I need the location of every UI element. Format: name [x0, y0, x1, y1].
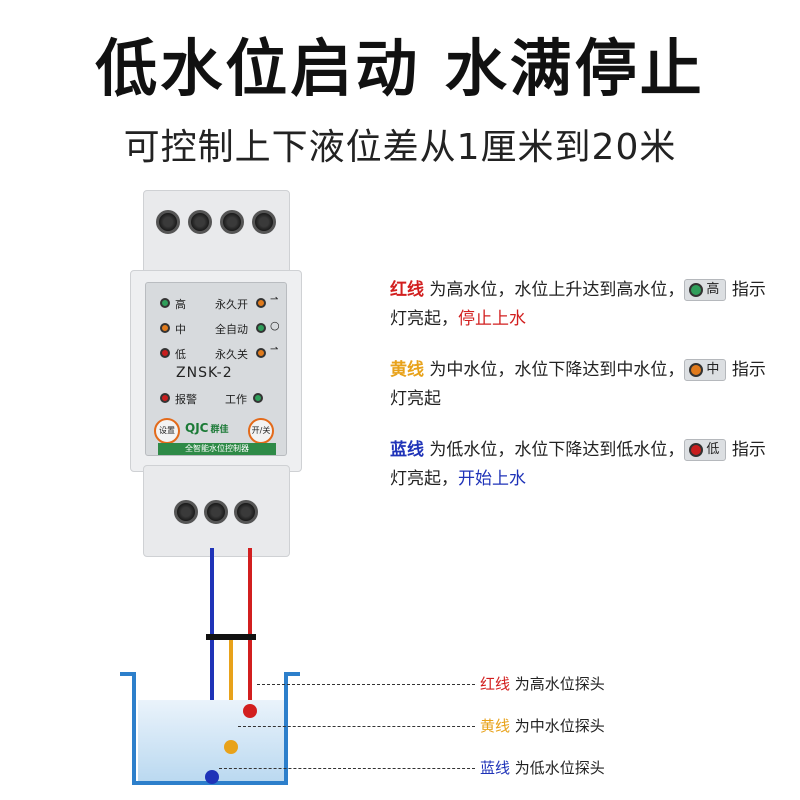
brand-suffix: 群佳: [210, 425, 229, 435]
mid-indicator-chip: 中: [684, 359, 727, 381]
high-probe: [243, 704, 257, 718]
mid-chip-label: 中: [706, 362, 720, 377]
terminal-screw: [204, 500, 228, 524]
low-probe: [205, 770, 219, 784]
high-indicator-chip: 高: [684, 279, 727, 301]
terminal-screw: [188, 210, 212, 234]
power-button[interactable]: 开/关: [248, 418, 274, 444]
terminal-screw: [220, 210, 244, 234]
work-led: [253, 393, 263, 403]
high-probe-label: 红线 为高水位探头: [480, 673, 605, 694]
perm-on-label: 永久开: [215, 298, 248, 311]
yellow-wire-text-1: 为中水位，水位下降达到中水位，: [424, 360, 685, 380]
mid-probe-leader: [238, 726, 475, 727]
mid-probe-wire-name: 黄线: [480, 717, 511, 735]
high-probe-wire-name: 红线: [480, 675, 511, 693]
mid-probe: [224, 740, 238, 754]
low-probe-desc: 为低水位探头: [510, 759, 605, 777]
high-level-label: 高: [175, 298, 186, 311]
mid-probe-desc: 为中水位探头: [510, 717, 605, 735]
tank-rim-left: [120, 672, 136, 676]
perm-off-led: [256, 348, 266, 358]
blue-wire-text-2: 指示灯亮起，: [390, 440, 766, 489]
red-led-icon: [689, 442, 704, 457]
high-probe-desc: 为高水位探头: [510, 675, 605, 693]
mid-level-led: [160, 323, 170, 333]
tap-closed-icon: ⇀: [270, 344, 279, 355]
orange-led-icon: [689, 362, 704, 377]
model-number: ZNSK-2: [176, 365, 233, 381]
terminal-screw: [252, 210, 276, 234]
yellow-wire-name: 黄线: [390, 360, 424, 380]
low-indicator-chip: 低: [684, 439, 727, 461]
yellow-wire-text-2: 指示灯亮起: [390, 360, 766, 409]
blue-wire-text-1: 为低水位，水位下降达到低水位，: [424, 440, 685, 460]
red-wire-description: 红线 为高水位，水位上升达到高水位， 高 指示灯亮起，停止上水: [390, 276, 770, 334]
start-water-action: 开始上水: [458, 469, 526, 489]
terminal-screw: [156, 210, 180, 234]
low-probe-wire-name: 蓝线: [480, 759, 511, 777]
low-probe-label: 蓝线 为低水位探头: [480, 757, 605, 778]
low-level-led: [160, 348, 170, 358]
terminal-screw: [174, 500, 198, 524]
product-name-strip: 全智能水位控制器: [158, 443, 276, 455]
yellow-wire-description: 黄线 为中水位，水位下降达到中水位， 中 指示灯亮起: [390, 356, 770, 414]
tap-open-icon: ⇀: [270, 294, 279, 305]
low-level-label: 低: [175, 348, 186, 361]
red-wire: [248, 548, 252, 708]
low-chip-label: 低: [706, 442, 720, 457]
cycle-icon: ○: [270, 319, 280, 332]
device-top-terminal-block: [143, 190, 290, 282]
mid-probe-label: 黄线 为中水位探头: [480, 715, 605, 736]
perm-on-led: [256, 298, 266, 308]
mid-level-label: 中: [175, 323, 186, 336]
tank-rim-right: [284, 672, 300, 676]
red-wire-text-2: 指示灯亮起，: [390, 280, 766, 329]
blue-wire-description: 蓝线 为低水位，水位下降达到低水位， 低 指示灯亮起，开始上水: [390, 436, 770, 494]
device-bottom-terminal-block: [143, 465, 290, 557]
blue-wire-name: 蓝线: [390, 440, 424, 460]
high-probe-leader: [257, 684, 475, 685]
brand-name: QJC: [185, 421, 209, 435]
alarm-label: 报警: [175, 393, 197, 406]
green-led-icon: [689, 282, 704, 297]
main-title: 低水位启动 水满停止: [95, 32, 705, 105]
auto-label: 全自动: [215, 323, 248, 336]
terminal-screw: [234, 500, 258, 524]
blue-wire: [210, 548, 214, 776]
high-chip-label: 高: [706, 282, 720, 297]
stop-water-action: 停止上水: [458, 309, 526, 329]
work-label: 工作: [225, 393, 247, 406]
red-wire-text-1: 为高水位，水位上升达到高水位，: [424, 280, 685, 300]
alarm-led: [160, 393, 170, 403]
auto-led: [256, 323, 266, 333]
high-level-led: [160, 298, 170, 308]
subtitle: 可控制上下液位差从1厘米到20米: [123, 127, 677, 168]
set-button[interactable]: 设置: [154, 418, 180, 444]
red-wire-name: 红线: [390, 280, 424, 300]
low-probe-leader: [219, 768, 475, 769]
yellow-wire: [229, 638, 233, 744]
wire-clamp: [206, 634, 256, 640]
perm-off-label: 永久关: [215, 348, 248, 361]
